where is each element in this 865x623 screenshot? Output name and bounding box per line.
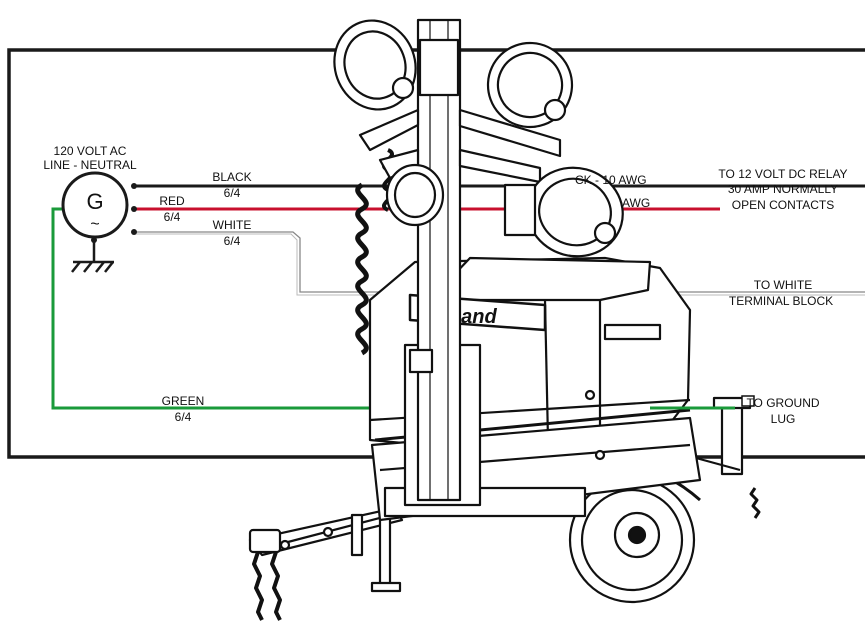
white-terminal-label-line1: TO WHITE (754, 278, 812, 292)
generator-ac-tilde: ~ (90, 216, 99, 233)
red-terminal (131, 206, 137, 212)
red-wire-awg-label: AWG (622, 196, 650, 210)
light-tower-trailer-icon: mand (248, 18, 761, 621)
white-terminal-label-line2: TERMINAL BLOCK (729, 294, 833, 308)
generator-label-line2: LINE - NEUTRAL (43, 158, 137, 172)
relay-label-line1: TO 12 VOLT DC RELAY (718, 167, 847, 181)
relay-label-line2: 30 AMP NORMALLY (728, 182, 838, 196)
ground-lug-icon (741, 395, 755, 407)
green-wire-gauge: 6/4 (175, 410, 192, 424)
generator-symbol: G ~ (61, 171, 137, 243)
generator-circle (61, 171, 129, 239)
white-terminal (131, 229, 137, 235)
ground-icon (71, 240, 114, 273)
generator-letter: G (86, 189, 103, 214)
black-wire-gauge: 6/4 (224, 186, 241, 200)
red-wire-label: RED (159, 194, 185, 208)
black-terminal (131, 183, 137, 189)
black-wire-awg-label: CK - 10 AWG (575, 173, 647, 187)
relay-label-line3: OPEN CONTACTS (732, 198, 834, 212)
ground-lug-label-line1: TO GROUND (746, 396, 819, 410)
red-wire-gauge: 6/4 (164, 210, 181, 224)
black-wire-label: BLACK (212, 170, 251, 184)
white-wire-gauge: 6/4 (224, 234, 241, 248)
generator-label-line1: 120 VOLT AC (54, 144, 127, 158)
white-wire-label: WHITE (213, 218, 252, 232)
ground-lug-label-line2: LUG (771, 412, 796, 426)
green-wire-label: GREEN (162, 394, 205, 408)
